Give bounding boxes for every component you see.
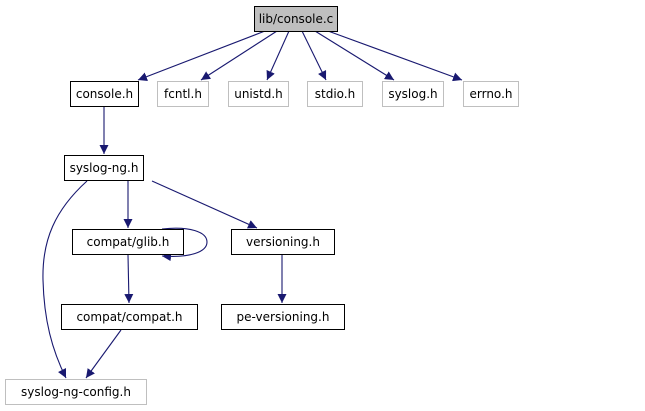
node-compat-glib-h[interactable]: compat/glib.h: [72, 229, 184, 255]
node-syslog-ng-h[interactable]: syslog-ng.h: [64, 155, 144, 181]
node-console-h[interactable]: console.h: [70, 81, 139, 107]
node-fcntl-h: fcntl.h: [157, 81, 209, 107]
node-versioning-h[interactable]: versioning.h: [231, 229, 335, 255]
node-pe-versioning-h[interactable]: pe-versioning.h: [221, 304, 345, 330]
edge-compat-glib-h-self: [161, 227, 208, 262]
edge-console-c-to-syslog-h: [314, 30, 395, 81]
edge-console-c-to-fcntl-h: [200, 30, 278, 81]
node-compat-compat-h[interactable]: compat/compat.h: [61, 304, 198, 330]
node-lib-console-c[interactable]: lib/console.c: [254, 6, 338, 32]
edge-compat-glib-h-to-compat-compat-h: [124, 254, 134, 304]
node-unistd-h: unistd.h: [228, 81, 289, 107]
node-stdio-h: stdio.h: [307, 81, 363, 107]
edge-console-c-to-console-h: [137, 30, 266, 81]
edge-compat-compat-h-to-syslog-ng-config-h: [85, 329, 122, 379]
node-errno-h: errno.h: [463, 81, 519, 107]
node-syslog-ng-config-h: syslog-ng-config.h: [5, 379, 147, 405]
edge-syslog-ng-h-to-syslog-ng-config-h: [42, 180, 88, 379]
node-syslog-h: syslog.h: [382, 81, 444, 107]
edge-syslog-ng-h-to-versioning-h: [151, 180, 258, 229]
edge-console-c-to-unistd-h: [266, 30, 290, 81]
edge-console-c-to-stdio-h: [301, 30, 327, 81]
edge-console-c-to-errno-h: [327, 30, 463, 82]
